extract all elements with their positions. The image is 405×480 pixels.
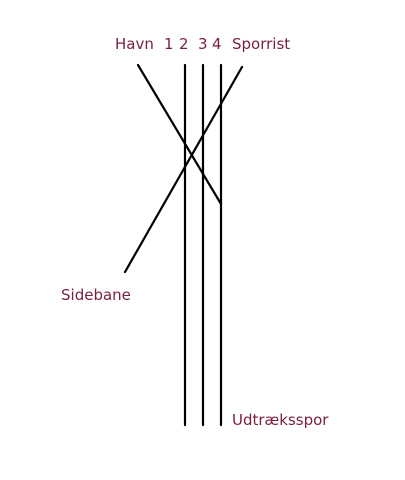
udtraeksspor-label: Udtræksspor: [232, 411, 329, 429]
havn-diagonal-line: [136, 63, 223, 206]
track-3-label: 3: [198, 35, 208, 53]
track-1-label: 1: [164, 35, 174, 53]
sporrist-label: Sporrist: [232, 35, 291, 53]
havn-label: Havn: [115, 35, 154, 53]
sidebane-diagonal-line: [123, 65, 244, 274]
track-2-label: 2: [179, 35, 189, 53]
track-4-label: 4: [212, 35, 222, 53]
sidebane-label: Sidebane: [61, 286, 131, 304]
